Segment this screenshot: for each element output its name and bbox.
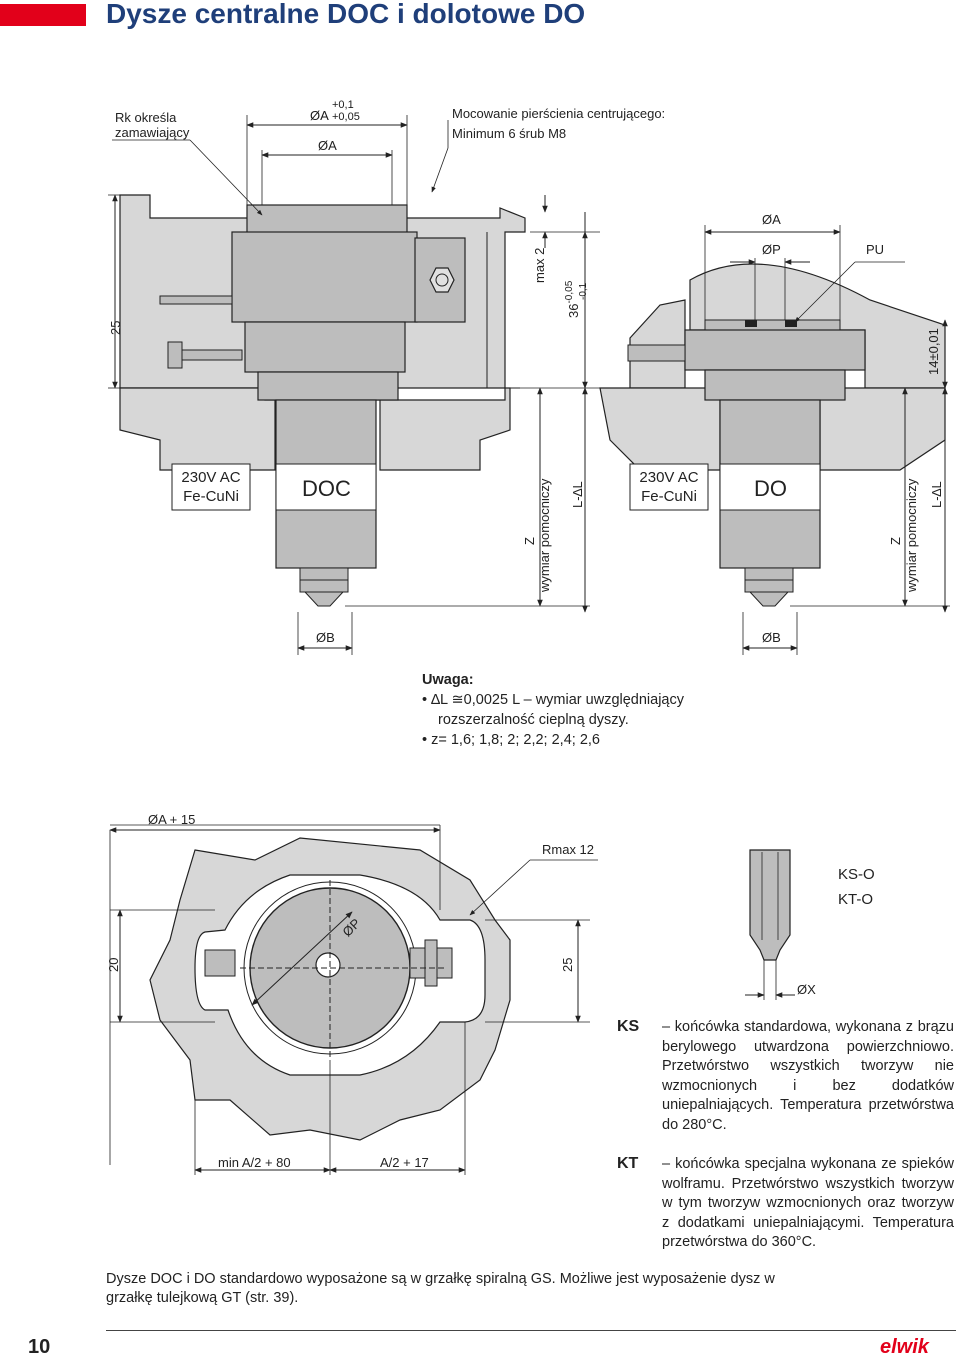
- doc-heater-spec: 230V AC Fe-CuNi: [181, 469, 241, 505]
- do-dia-a: ØA: [762, 212, 781, 227]
- doc-flange-top: [246, 204, 408, 234]
- dim-rmax: Rmax 12: [542, 842, 595, 857]
- do-dia-b: ØB: [762, 630, 781, 645]
- footer-divider: [106, 1330, 956, 1331]
- do-pu: PU: [866, 242, 885, 257]
- doc-body-upper: [231, 231, 418, 323]
- dia-a-label: ØA: [318, 138, 337, 153]
- page-number: 10: [28, 1336, 51, 1358]
- dim-20: 20: [106, 957, 121, 972]
- doc-dia-b: ØB: [316, 630, 335, 645]
- do-label-box: [719, 463, 821, 511]
- doc-label: DOC: [302, 476, 351, 501]
- dim-dia-a-plus15: ØA + 15: [148, 812, 196, 827]
- rk-label: Rk określa zamawiający: [115, 110, 190, 140]
- doc-lower-plate-right: [379, 387, 511, 471]
- note-item-1-cont: rozszerzalność cieplną dyszy.: [438, 712, 629, 728]
- dim-dia-x: ØX: [797, 982, 816, 997]
- tip-ks-o: KS-O: [838, 866, 875, 883]
- nozzle-bore: [315, 952, 341, 978]
- dim-25-bottom: 25: [560, 957, 575, 972]
- page-title: Dysze centralne DOC i dolotowe DO: [106, 0, 586, 29]
- material-desc-kt: – końcówka specjalna wykonana ze spieków…: [662, 1156, 954, 1250]
- top-technical-drawing: [108, 115, 950, 655]
- note-item-1: • ∆L ≅0,0025 L – wymiar uwzględniający: [422, 692, 684, 708]
- do-dia-p: ØP: [762, 242, 781, 257]
- title-accent-bar: [0, 4, 86, 26]
- notes-heading: Uwaga:: [422, 672, 474, 688]
- dim-min-a2-80: min A/2 + 80: [218, 1155, 291, 1170]
- tip-kt-o: KT-O: [838, 891, 874, 908]
- doc-hex-nut: [429, 267, 455, 293]
- material-desc-ks: – końcówka standardowa, wykonana z brązu…: [662, 1019, 954, 1133]
- material-code-ks: KS: [617, 1018, 640, 1035]
- do-heater-label-box: [629, 463, 709, 511]
- do-body: [684, 329, 866, 371]
- footer-note: Dysze DOC i DO standardowo wyposażone są…: [106, 1271, 775, 1306]
- mounting-note: Mocowanie pierścienia centrującego: Mini…: [452, 106, 666, 141]
- tip-detail: [749, 849, 791, 961]
- do-heater-spec: 230V AC Fe-CuNi: [639, 469, 699, 505]
- do-label: DO: [754, 476, 787, 501]
- doc-heater-label-box: [171, 463, 251, 511]
- notes-block: Uwaga: • ∆L ≅0,0025 L – wymiar uwzględni…: [422, 670, 742, 750]
- doc-label-box: [275, 463, 377, 511]
- brand-logo: elwik: [880, 1336, 929, 1358]
- material-code-kt: KT: [617, 1155, 639, 1172]
- doc-pin-1: [159, 295, 233, 305]
- dim-a2-17: A/2 + 17: [380, 1155, 429, 1170]
- note-item-2: • z= 1,6; 1,8; 2; 2,2; 2,4; 2,6: [422, 732, 600, 748]
